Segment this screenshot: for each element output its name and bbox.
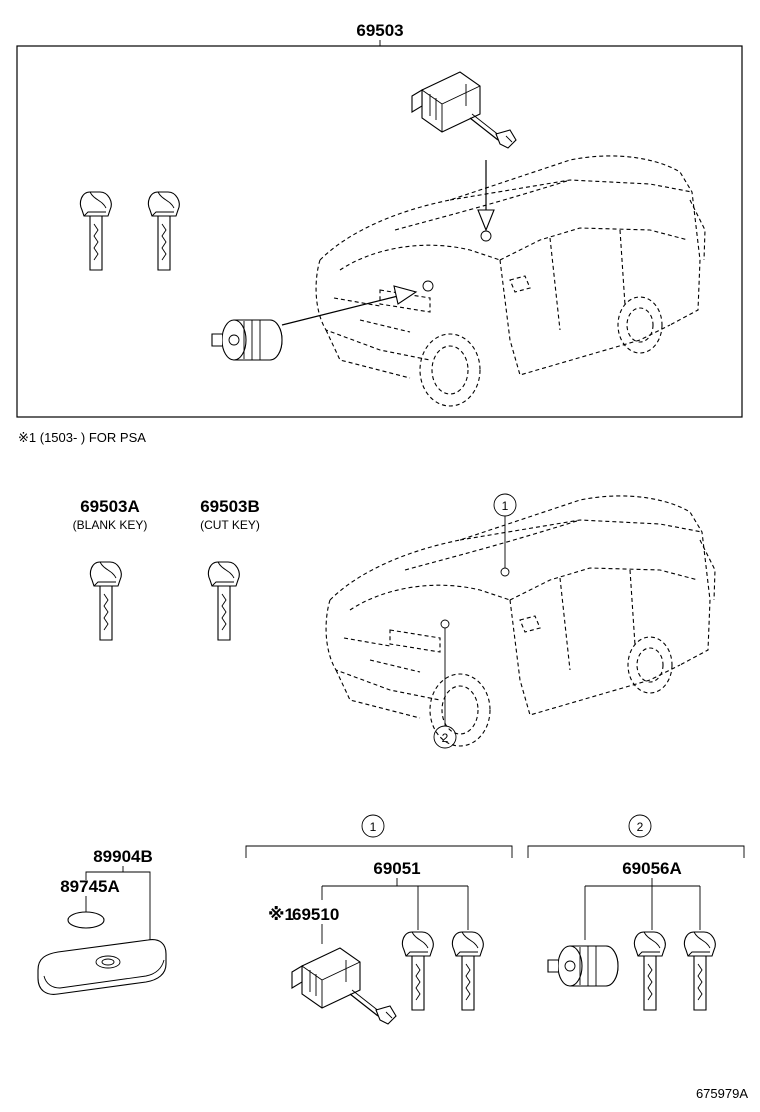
group-2-part-number: 69056A: [622, 859, 682, 878]
assembly-frame: [16, 45, 743, 418]
group-2-cylinder: [547, 945, 619, 987]
svg-text:2: 2: [442, 731, 449, 745]
group-1-switch: [291, 947, 397, 1025]
blank-key-description: (BLANK KEY): [73, 518, 148, 532]
group-2-key-right: [683, 931, 716, 1011]
battery: [67, 911, 105, 929]
cut-key-description: (CUT KEY): [200, 518, 260, 532]
cylinder-note-mark: ※1: [268, 905, 294, 924]
svg-text:1: 1: [370, 820, 377, 834]
assembly-key-left: [79, 191, 112, 271]
callout-1-group: [361, 814, 385, 838]
assembly-car: [315, 155, 706, 407]
assembly-part-number: 69503: [356, 21, 403, 40]
footnote: ※1 (1503- ) FOR PSA: [18, 430, 146, 445]
blank-key: [89, 561, 122, 641]
assembly-key-right: [147, 191, 180, 271]
remote-part-number: 89904B: [93, 847, 153, 866]
group-1-key-right: [451, 931, 484, 1011]
blank-key-part-number: 69503A: [80, 497, 140, 516]
group-1-key-left: [401, 931, 434, 1011]
cut-key-part-number: 69503B: [200, 497, 260, 516]
svg-text:1: 1: [502, 499, 509, 513]
callout-2-group: [628, 814, 652, 838]
assembly-switch: [411, 71, 517, 149]
svg-text:2: 2: [637, 820, 644, 834]
group-2-key-left: [633, 931, 666, 1011]
diagram-id: 675979A: [696, 1086, 748, 1101]
assembly-door-cylinder: [211, 319, 283, 361]
group-1-part-number: 69051: [373, 859, 420, 878]
battery-part-number: 89745A: [60, 877, 120, 896]
arrow-to-door: [281, 295, 399, 326]
location-car: [325, 495, 716, 747]
remote-fob: [37, 939, 167, 995]
cut-key: [207, 561, 240, 641]
switch-part-number: 69510: [292, 905, 339, 924]
